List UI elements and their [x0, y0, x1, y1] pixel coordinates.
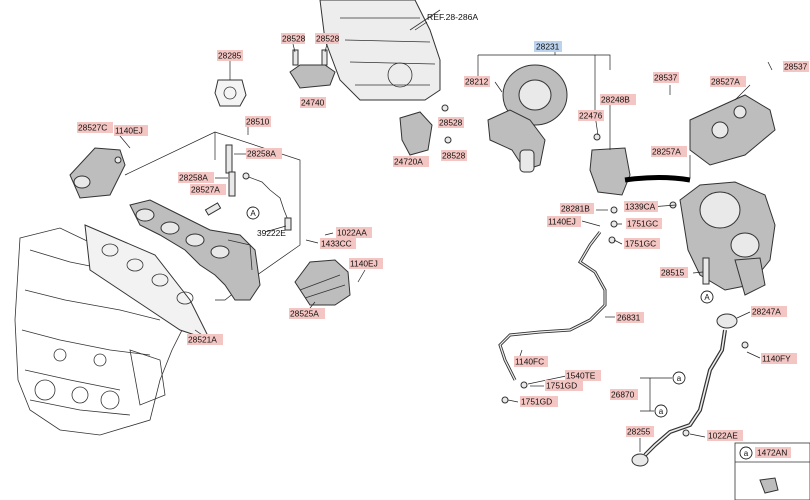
label-28537-b: 28537: [784, 62, 808, 72]
egt-sensor: [242, 172, 292, 231]
oil-return-pipe: [631, 329, 727, 467]
label-28527A-a: 28527A: [191, 185, 220, 195]
label-1751GC-a: 1751GC: [627, 219, 658, 229]
label-28528-b: 28528: [316, 34, 340, 44]
manifold-bracket-box: [124, 131, 301, 301]
oil-feed-pipe: [498, 231, 607, 381]
label-28281B: 28281B: [561, 204, 590, 214]
label-1022AE: 1022AE: [708, 431, 738, 441]
part-labels: REF.28-286A 28231 28528 28528 24740 2852…: [77, 12, 809, 441]
label-28212: 28212: [465, 77, 489, 87]
heat-shield-right: [689, 94, 776, 166]
label-1140EJ-a: 1140EJ: [115, 126, 143, 136]
label-28515: 28515: [661, 268, 685, 278]
label-28521A: 28521A: [188, 335, 217, 345]
stud-28515: [702, 257, 710, 285]
label-1433CC: 1433CC: [321, 239, 352, 249]
label-28528-a: 28528: [282, 34, 306, 44]
legend-box: a 1472AN: [734, 442, 810, 500]
label-26870: 26870: [611, 390, 635, 400]
exhaust-manifold-gasket: [84, 224, 211, 341]
label-1140EJ-c: 1140EJ: [548, 217, 576, 227]
label-28248B: 28248B: [601, 95, 630, 105]
callout-a-1: a: [677, 374, 682, 383]
label-1140FC: 1140FC: [515, 357, 544, 367]
turbocharger-main: [477, 52, 611, 173]
label-28528-d: 28528: [442, 151, 466, 161]
turbo-gasket-28285: [214, 79, 247, 107]
label-28285: 28285: [218, 51, 242, 61]
label-1472AN: 1472AN: [757, 448, 787, 458]
label-28247A: 28247A: [752, 307, 781, 317]
label-39222E: 39222E: [257, 228, 286, 238]
callout-A-right: A: [704, 293, 710, 302]
label-28257A: 28257A: [652, 147, 681, 157]
label-28527A-b: 28527A: [711, 77, 740, 87]
callout-circles: A A a a: [246, 206, 714, 418]
label-24720A: 24720A: [394, 157, 423, 167]
heat-shield-left: [69, 147, 126, 199]
label-1751GD-b: 1751GD: [521, 397, 552, 407]
turbo-actuator: [589, 133, 631, 196]
studs: [204, 144, 236, 216]
label-24740: 24740: [301, 98, 325, 108]
label-22476: 22476: [579, 111, 603, 121]
label-26831: 26831: [617, 313, 641, 323]
label-28537-a: 28537: [654, 73, 678, 83]
turbocharger-right: [624, 175, 776, 296]
callout-a-2: a: [659, 407, 664, 416]
label-ref: REF.28-286A: [427, 12, 478, 22]
label-28510: 28510: [246, 117, 270, 127]
label-28258A-b: 28258A: [179, 173, 208, 183]
label-28527C: 28527C: [78, 123, 107, 133]
catalytic-converter: [319, 0, 441, 101]
label-1751GC-b: 1751GC: [625, 239, 656, 249]
label-1339CA: 1339CA: [625, 202, 656, 212]
label-28231: 28231: [536, 42, 560, 52]
gasket-28247A: [716, 313, 738, 329]
exhaust-manifold: [129, 199, 261, 301]
label-1140EJ-b: 1140EJ: [350, 259, 378, 269]
label-1140FY: 1140FY: [762, 354, 791, 364]
label-1751GD-a: 1751GD: [546, 381, 577, 391]
heat-shield-manifold: [294, 259, 351, 306]
bracket-24720A: [399, 104, 452, 156]
label-28528-c: 28528: [439, 118, 463, 128]
label-1540TE: 1540TE: [566, 371, 596, 381]
bracket-24740: [289, 49, 336, 89]
label-28255: 28255: [627, 427, 651, 437]
label-28525A: 28525A: [290, 309, 319, 319]
legend-callout-a: a: [744, 449, 749, 458]
callout-A-left: A: [250, 209, 256, 218]
label-28258A-a: 28258A: [247, 149, 276, 159]
label-1022AA: 1022AA: [337, 228, 367, 238]
